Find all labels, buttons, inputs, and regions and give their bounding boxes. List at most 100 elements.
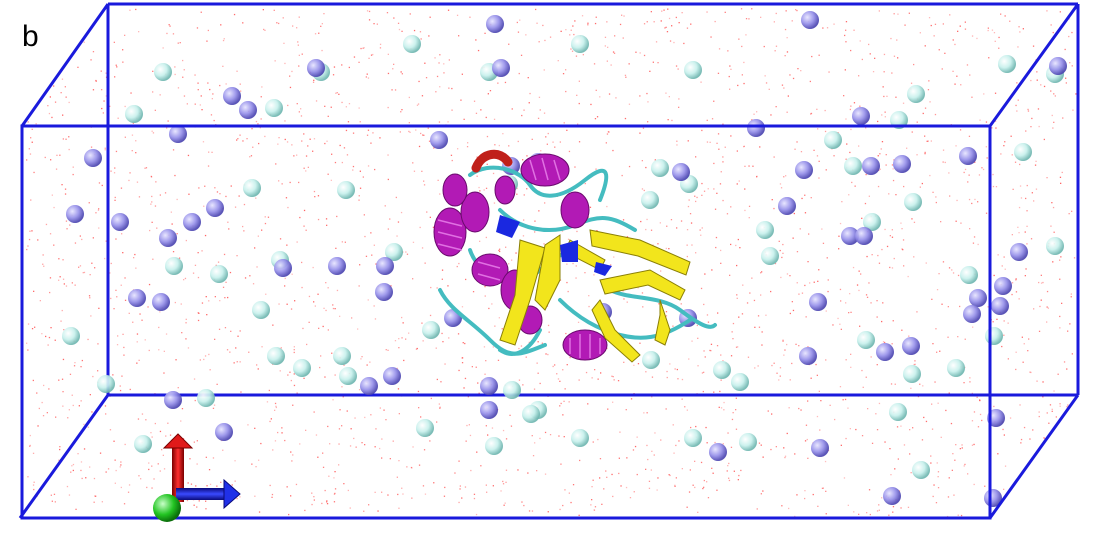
water-dot: [204, 355, 207, 357]
water-dot: [292, 404, 294, 406]
water-dot: [102, 112, 104, 114]
water-dot: [791, 20, 793, 22]
water-dot: [402, 322, 404, 324]
water-dot: [438, 62, 440, 64]
water-dot: [281, 427, 283, 429]
water-dot: [436, 287, 438, 289]
cyan-ion-sphere: [62, 327, 80, 345]
water-dot: [473, 497, 476, 500]
water-dot: [695, 252, 697, 254]
water-dot: [840, 300, 842, 302]
water-dot: [504, 81, 507, 84]
water-dot: [567, 238, 570, 240]
water-dot: [29, 230, 31, 232]
water-dot: [674, 484, 676, 486]
water-dot: [255, 120, 258, 123]
water-dot: [166, 127, 168, 129]
water-dot: [387, 106, 389, 109]
water-dot: [726, 213, 729, 215]
water-dot: [274, 60, 276, 62]
water-dot: [81, 477, 83, 480]
water-dot: [754, 326, 756, 328]
water-dot: [933, 484, 935, 486]
water-dot: [217, 261, 220, 263]
water-dot: [80, 400, 82, 402]
water-dot: [257, 123, 259, 125]
water-dot: [617, 380, 620, 382]
water-dot: [163, 372, 165, 374]
water-dot: [849, 428, 851, 430]
water-dot: [992, 173, 994, 176]
water-dot: [508, 145, 510, 147]
water-dot: [150, 176, 153, 178]
water-dot: [109, 105, 111, 107]
water-dot: [779, 367, 782, 369]
water-dot: [568, 401, 570, 403]
water-dot: [475, 112, 478, 114]
water-dot: [123, 346, 125, 349]
water-dot: [801, 292, 804, 294]
water-dot: [389, 218, 391, 220]
water-dot: [93, 501, 95, 503]
water-dot: [1015, 291, 1018, 293]
water-dot: [387, 494, 389, 496]
water-dot: [502, 133, 504, 135]
water-dot: [372, 53, 374, 56]
water-dot: [760, 16, 762, 18]
water-dot: [676, 144, 678, 146]
water-dot: [305, 155, 308, 157]
water-dot: [231, 484, 233, 486]
water-dot: [1040, 299, 1042, 301]
water-dot: [323, 307, 325, 309]
water-dot: [77, 66, 79, 68]
water-dot: [284, 138, 286, 141]
water-dot: [1015, 351, 1017, 353]
water-dot: [781, 505, 783, 507]
water-dot: [804, 194, 806, 196]
water-dot: [963, 465, 965, 467]
water-dot: [193, 441, 195, 443]
water-dot: [674, 485, 676, 487]
water-dot: [1012, 188, 1014, 190]
water-dot: [1070, 293, 1072, 295]
water-dot: [45, 223, 48, 226]
water-dot: [760, 444, 762, 446]
water-dot: [327, 329, 329, 331]
water-dot: [796, 141, 798, 143]
water-dot: [261, 86, 263, 88]
water-dot: [477, 49, 480, 52]
water-dot: [665, 315, 668, 317]
water-dot: [566, 364, 568, 366]
water-dot: [1066, 368, 1068, 370]
water-dot: [673, 41, 675, 44]
water-dot: [441, 269, 444, 271]
water-dot: [303, 225, 305, 227]
water-dot: [1003, 256, 1005, 258]
water-dot: [727, 432, 729, 434]
water-dot: [813, 281, 815, 283]
water-dot: [31, 141, 33, 143]
water-dot: [935, 201, 937, 204]
cyan-ion-sphere: [571, 429, 589, 447]
water-dot: [942, 23, 944, 25]
water-dot: [1060, 256, 1062, 258]
water-dot: [942, 261, 945, 263]
water-dot: [574, 166, 576, 168]
water-dot: [489, 90, 492, 92]
water-dot: [429, 16, 431, 18]
water-dot: [424, 62, 426, 64]
water-dot: [676, 368, 678, 371]
water-dot: [660, 20, 662, 22]
water-dot: [222, 39, 225, 42]
water-dot: [502, 483, 505, 485]
water-dot: [271, 493, 274, 496]
water-dot: [891, 236, 894, 238]
water-dot: [825, 359, 827, 361]
cyan-ion-sphere: [125, 105, 143, 123]
water-dot: [59, 276, 61, 278]
water-dot: [60, 320, 62, 322]
water-dot: [157, 463, 159, 465]
water-dot: [1059, 278, 1061, 280]
water-dot: [822, 27, 824, 29]
water-dot: [900, 425, 902, 427]
